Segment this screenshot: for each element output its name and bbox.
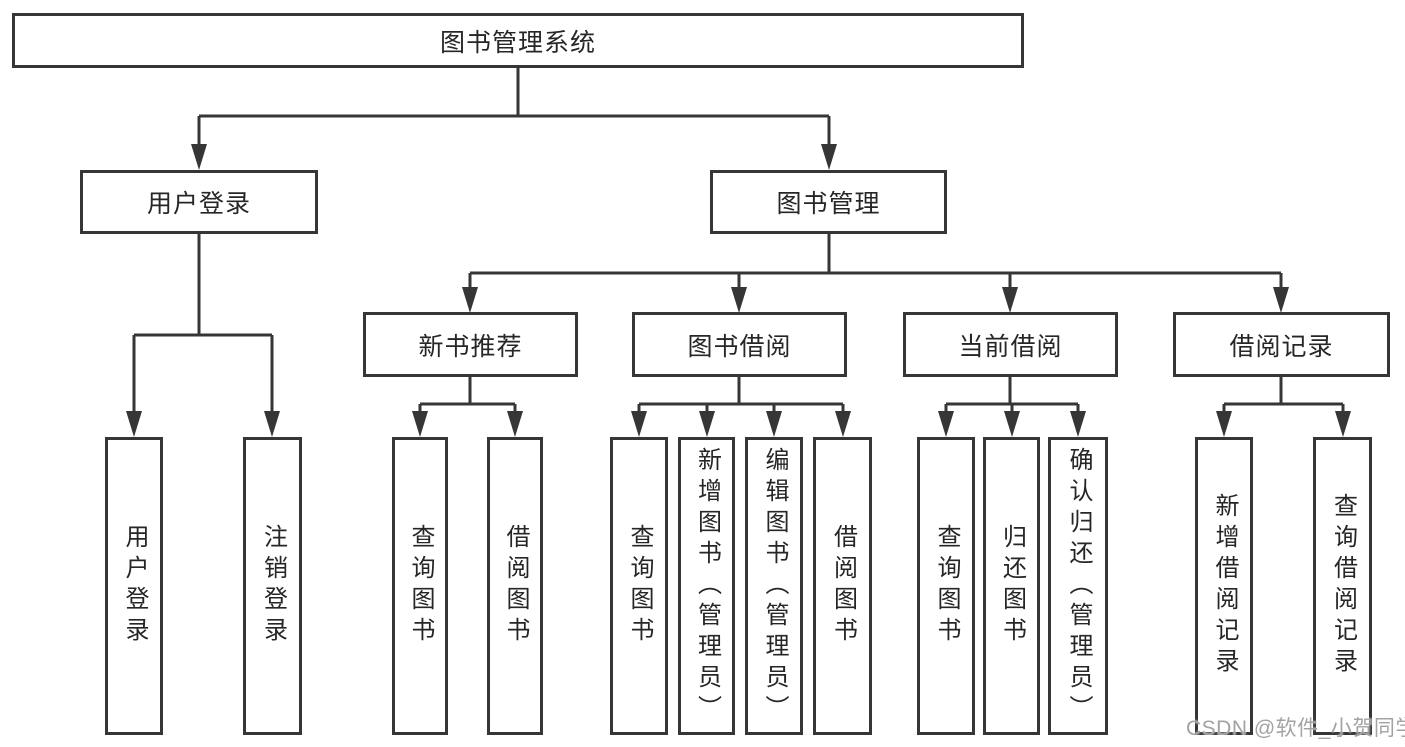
arrowhead-icon bbox=[1004, 411, 1020, 437]
leaf-cb-confirm-return-admin-label: 确认归还（管理员） bbox=[1065, 446, 1092, 726]
arrowhead-icon bbox=[412, 411, 428, 437]
arrowhead-icon bbox=[731, 287, 747, 313]
arrowhead-icon bbox=[631, 411, 647, 437]
arrowhead-icon bbox=[821, 144, 837, 170]
connector-borrow-record-branch bbox=[1222, 377, 1345, 417]
arrowhead-icon bbox=[264, 411, 280, 437]
node-book-borrow-label: 图书借阅 bbox=[687, 332, 792, 361]
connector-new-book-branch bbox=[418, 377, 517, 417]
csdn-watermark: CSDN @软件_小贺同学 bbox=[1186, 717, 1405, 740]
node-book-borrow: 图书借阅 bbox=[632, 312, 847, 377]
connector-group-root bbox=[132, 68, 1345, 417]
leaf-nb-query-books: 查询图书 bbox=[392, 437, 448, 735]
node-new-book-recommend: 新书推荐 bbox=[363, 312, 578, 377]
leaf-user-login: 用户登录 bbox=[105, 437, 163, 735]
leaf-br-query-record: 查询借阅记录 bbox=[1313, 437, 1372, 735]
node-borrow-records: 借阅记录 bbox=[1173, 312, 1390, 377]
arrowhead-icon bbox=[766, 411, 782, 437]
leaf-cb-query-books-label: 查询图书 bbox=[933, 524, 960, 648]
node-user-login-label: 用户登录 bbox=[146, 190, 251, 218]
leaf-user-login-label: 用户登录 bbox=[121, 524, 148, 648]
leaf-logout: 注销登录 bbox=[243, 437, 302, 735]
node-current-borrow-label: 当前借阅 bbox=[958, 332, 1063, 361]
leaf-logout-label: 注销登录 bbox=[259, 524, 287, 648]
connector-book-management-branch bbox=[468, 234, 1283, 293]
leaf-bb-query-books-label: 查询图书 bbox=[626, 524, 653, 648]
arrowhead-icon bbox=[126, 411, 142, 437]
arrowhead-icon bbox=[1335, 411, 1351, 437]
leaf-cb-return-books-label: 归还图书 bbox=[998, 524, 1026, 648]
leaf-cb-confirm-return-admin: 确认归还（管理员） bbox=[1048, 437, 1108, 735]
arrowhead-icon bbox=[191, 144, 207, 170]
node-book-management-label: 图书管理 bbox=[776, 190, 881, 218]
leaf-bb-borrow-books-label: 借阅图书 bbox=[829, 524, 857, 648]
arrowhead-icon bbox=[1002, 287, 1018, 313]
node-root-label: 图书管理系统 bbox=[439, 28, 596, 57]
leaf-cb-return-books: 归还图书 bbox=[983, 437, 1040, 735]
arrowhead-icon bbox=[938, 411, 954, 437]
leaf-br-add-record: 新增借阅记录 bbox=[1195, 437, 1253, 735]
leaf-bb-edit-books-admin-label: 编辑图书（管理员） bbox=[761, 446, 788, 726]
leaf-nb-borrow-books-label: 借阅图书 bbox=[502, 524, 529, 648]
node-current-borrow: 当前借阅 bbox=[903, 312, 1118, 377]
node-borrow-records-label: 借阅记录 bbox=[1229, 332, 1334, 361]
connector-book-borrow-branch bbox=[637, 377, 845, 417]
arrowhead-icon bbox=[835, 411, 851, 437]
leaf-bb-query-books: 查询图书 bbox=[610, 437, 668, 735]
arrowhead-icon bbox=[1070, 411, 1086, 437]
node-user-login: 用户登录 bbox=[80, 170, 318, 234]
connector-root-to-level2 bbox=[197, 68, 831, 150]
arrowhead-icon bbox=[1216, 411, 1232, 437]
node-new-book-recommend-label: 新书推荐 bbox=[418, 332, 523, 361]
leaf-bb-edit-books-admin: 编辑图书（管理员） bbox=[745, 437, 803, 735]
leaf-br-query-record-label: 查询借阅记录 bbox=[1329, 493, 1357, 679]
leaf-bb-add-books-admin: 新增图书（管理员） bbox=[678, 437, 735, 735]
arrowhead-icon bbox=[507, 411, 523, 437]
leaf-bb-add-books-admin-label: 新增图书（管理员） bbox=[693, 446, 721, 726]
node-book-management: 图书管理 bbox=[710, 170, 947, 234]
node-root: 图书管理系统 bbox=[12, 13, 1024, 68]
arrowheads-group bbox=[126, 144, 1351, 437]
arrowhead-icon bbox=[699, 411, 715, 437]
leaf-nb-borrow-books: 借阅图书 bbox=[487, 437, 543, 735]
leaf-bb-borrow-books: 借阅图书 bbox=[813, 437, 872, 735]
connector-current-borrow-branch bbox=[944, 377, 1080, 417]
leaf-br-add-record-label: 新增借阅记录 bbox=[1211, 493, 1238, 679]
arrowhead-icon bbox=[462, 287, 478, 313]
connector-user-login-branch bbox=[132, 234, 274, 417]
leaf-cb-query-books: 查询图书 bbox=[917, 437, 975, 735]
leaf-nb-query-books-label: 查询图书 bbox=[407, 524, 434, 648]
arrowhead-icon bbox=[1273, 287, 1289, 313]
